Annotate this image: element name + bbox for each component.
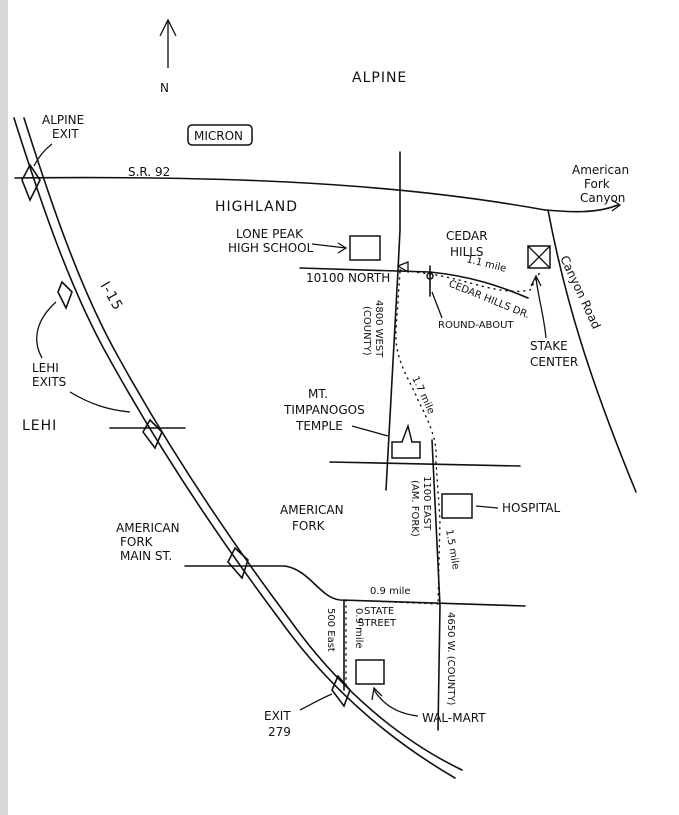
temple-line1: MT. <box>308 387 328 401</box>
lehi-exits-arrow-up-icon <box>36 301 57 359</box>
stake-center-building <box>527 245 551 269</box>
temple-label: MT. TIMPANOGOS TEMPLE <box>283 387 365 433</box>
alpine-interchange <box>21 163 41 202</box>
canyon-road-lower <box>547 209 637 493</box>
main-street-road <box>184 565 526 607</box>
lehi-exits-arrow-down-icon <box>69 391 131 413</box>
amfork-interchange <box>227 546 249 580</box>
compass: N <box>159 18 177 95</box>
lone-peak-line2: HIGH SCHOOL <box>228 241 314 255</box>
roundabout-arrow-icon <box>431 291 443 319</box>
i15-label: I-15 <box>97 279 126 314</box>
walmart-arrow-icon <box>371 686 419 717</box>
state-street-line1: STATE <box>364 606 394 617</box>
lone-peak-arrow-icon <box>311 242 348 254</box>
american-fork-line2: FORK <box>292 519 326 533</box>
walmart-building <box>355 659 385 685</box>
roundabout-label: ROUND-ABOUT <box>438 320 514 331</box>
east-1100-road <box>431 439 441 731</box>
stake-center-label: STAKE CENTER <box>530 339 578 369</box>
canyon-road-label: Canyon Road <box>557 253 603 331</box>
alpine-exit-arrow-icon <box>33 143 53 167</box>
sr92-label: S.R. 92 <box>128 165 170 179</box>
exit-279-arrow-icon <box>299 693 333 711</box>
am-fork-main-line3: MAIN ST. <box>120 549 172 563</box>
west-4800-label: 4800 WEST (COUNTY) <box>361 300 384 358</box>
scan-edge <box>0 0 8 815</box>
american-fork-label: AMERICAN FORK <box>280 503 344 533</box>
west-4650-label: 4650 W. (COUNTY) <box>445 612 456 705</box>
alpine-label: ALPINE <box>352 70 407 86</box>
walmart-label: WAL-MART <box>422 711 486 725</box>
lehi-exits-label: LEHI EXITS <box>32 361 66 389</box>
sr92-road <box>14 176 546 211</box>
east-1100-line2: (AM. FORK) <box>409 480 420 537</box>
hospital-arrow-icon <box>475 505 499 509</box>
east-1100-label: 1100 EAST (AM. FORK) <box>409 476 432 537</box>
east-1100-line1: 1100 EAST <box>421 476 432 531</box>
hospital-label: HOSPITAL <box>502 501 560 515</box>
distance-4: 0.9 mile <box>370 586 411 597</box>
route-arrow-icon <box>396 261 409 274</box>
lehi-interchange-1 <box>57 280 73 310</box>
hospital-building <box>441 493 473 519</box>
i15-road <box>13 117 456 779</box>
cedar-hills-dr-label: CEDAR HILLS DR. <box>447 279 531 322</box>
state-street-label: STATE STREET <box>358 606 397 629</box>
exit-279-line2: 279 <box>268 725 291 739</box>
micron-landmark: MICRON <box>187 124 253 146</box>
lehi-label: LEHI <box>22 418 57 434</box>
alpine-exit-line1: ALPINE <box>42 113 84 127</box>
am-fork-canyon-line3: Canyon <box>580 191 625 205</box>
am-fork-main-line1: AMERICAN <box>116 521 180 535</box>
am-fork-canyon-line1: American <box>572 163 629 177</box>
distance-5: 0.9 mile <box>353 608 364 649</box>
am-fork-canyon-label: American Fork Canyon <box>572 163 629 205</box>
exit-279-line1: EXIT <box>264 709 291 723</box>
cedar-hills-label: CEDAR HILLS <box>446 229 488 259</box>
route-4800-west <box>395 271 437 463</box>
lone-peak-label: LONE PEAK HIGH SCHOOL <box>228 227 314 255</box>
temple-arrow-icon <box>351 425 389 437</box>
north-10100-label: 10100 NORTH <box>306 271 390 285</box>
west-4800-road <box>385 151 401 491</box>
exit-279-label: EXIT 279 <box>264 709 291 739</box>
american-fork-line1: AMERICAN <box>280 503 344 517</box>
highland-label: HIGHLAND <box>215 199 298 215</box>
north-arrow-icon <box>159 18 177 68</box>
lone-peak-line1: LONE PEAK <box>236 227 304 241</box>
i15-road-inner <box>23 117 463 771</box>
temple-building <box>391 423 421 459</box>
cedar-hills-line1: CEDAR <box>446 229 488 243</box>
east-500-label: 500 East <box>325 608 336 652</box>
state-street-line2: STREET <box>358 618 397 629</box>
temple-cross-road <box>329 461 521 467</box>
alpine-exit-label: ALPINE EXIT <box>42 113 84 141</box>
distance-1: 1.1 mile <box>465 254 507 274</box>
stake-center-line1: STAKE <box>530 339 568 353</box>
distance-3: 1.5 mile <box>443 529 461 571</box>
north-10100-road <box>299 267 529 299</box>
am-fork-canyon-line2: Fork <box>584 177 610 191</box>
route-cedar-hills-dr <box>399 269 541 292</box>
canyon-road-upper <box>544 204 619 213</box>
lone-peak-building <box>349 235 381 261</box>
temple-line2: TIMPANOGOS <box>283 403 365 417</box>
temple-line3: TEMPLE <box>295 419 343 433</box>
lehi-exits-line2: EXITS <box>32 375 66 389</box>
am-fork-main-label: AMERICAN FORK MAIN ST. <box>116 521 180 563</box>
lehi-exits-line1: LEHI <box>32 361 59 375</box>
micron-label: MICRON <box>194 129 243 143</box>
west-4800-line2: (COUNTY) <box>361 306 372 356</box>
am-fork-main-line2: FORK <box>120 535 154 549</box>
stake-center-line2: CENTER <box>530 355 578 369</box>
west-4800-line1: 4800 WEST <box>373 300 384 358</box>
route-1100-east <box>435 461 441 605</box>
canyon-arrow-icon <box>611 199 622 212</box>
stake-center-arrow-icon <box>530 274 547 339</box>
north-label: N <box>160 81 169 95</box>
cedar-hills-line2: HILLS <box>450 245 484 259</box>
alpine-exit-line2: EXIT <box>52 127 79 141</box>
